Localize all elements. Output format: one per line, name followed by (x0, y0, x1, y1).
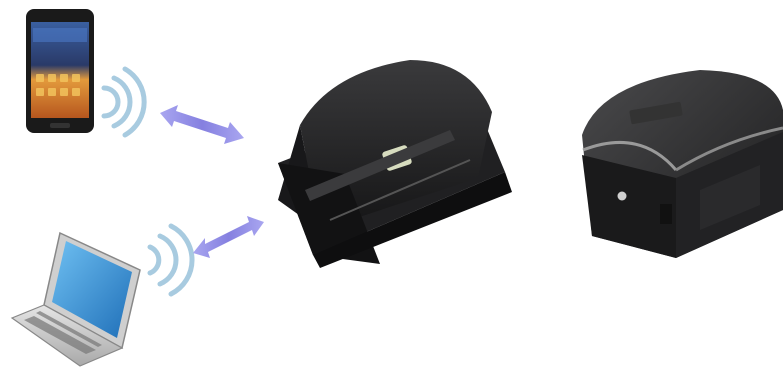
printer-icon (278, 60, 512, 268)
double-arrow-icon (160, 105, 244, 144)
smartphone-icon (26, 9, 94, 133)
laptop-icon (12, 233, 140, 366)
double-arrow-icon (193, 216, 264, 258)
printer-icon (582, 70, 783, 258)
wifi-waves-icon (150, 226, 192, 294)
wifi-waves-icon (104, 69, 144, 135)
